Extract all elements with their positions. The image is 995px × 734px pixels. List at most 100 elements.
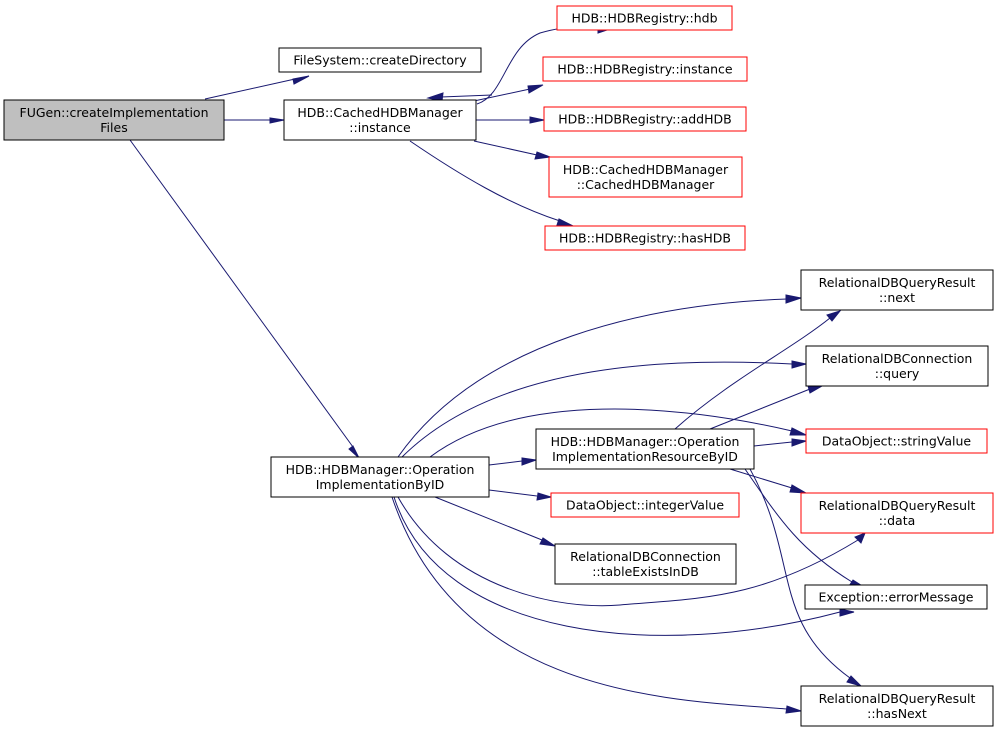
node-box: [805, 428, 988, 454]
node-box: [804, 584, 988, 610]
arrowhead: [348, 445, 360, 459]
node-box: [270, 456, 490, 498]
edge-line: [401, 361, 793, 458]
node-fs-createDirectory[interactable]: FileSystem::createDirectory: [278, 47, 482, 73]
edge-line: [753, 441, 793, 447]
edge-op_impl_by_id-to-data_integerValue: [488, 489, 553, 501]
node-label-line: FUGen::createImplementation: [20, 105, 209, 120]
node-label-line: ::instance: [349, 120, 411, 135]
node-exc-errorMessage[interactable]: Exception::errorMessage: [804, 584, 988, 610]
node-result-data[interactable]: RelationalDBQueryResult::data: [800, 492, 994, 534]
edge-op_impl_by_id-to-result_hasNext: [391, 496, 802, 714]
edge-op_impl_res_by_id-to-conn_query: [709, 385, 824, 430]
arrowhead: [521, 457, 537, 466]
edge-op_impl_res_by_id-to-data_stringValue: [753, 438, 807, 447]
edge-op_impl_by_id-to-result_next: [397, 294, 803, 458]
edge-root-to-cached_instance: [224, 117, 285, 124]
edge-line: [674, 317, 831, 430]
edge-line: [473, 88, 531, 102]
node-reg-hdb[interactable]: HDB::HDBRegistry::hdb: [556, 5, 733, 31]
node-label-line: ::query: [875, 366, 920, 381]
node-label-line: HDB::HDBRegistry::hdb: [571, 11, 717, 26]
node-label-line: HDB::HDBRegistry::addHDB: [558, 112, 731, 127]
node-box: [556, 5, 733, 31]
arrowhead: [269, 117, 285, 124]
node-reg-instance[interactable]: HDB::HDBRegistry::instance: [542, 56, 748, 82]
edge-line: [397, 298, 788, 458]
node-label-line: FileSystem::createDirectory: [293, 53, 467, 68]
node-result-hasNext[interactable]: RelationalDBQueryResult::hasNext: [800, 685, 994, 727]
node-cached-ctor[interactable]: HDB::CachedHDBManager::CachedHDBManager: [548, 156, 743, 198]
node-cached-instance[interactable]: HDB::CachedHDBManager::instance: [283, 99, 477, 141]
node-label-line: HDB::HDBRegistry::instance: [557, 62, 733, 77]
node-op-impl-res-by-id[interactable]: HDB::HDBManager::OperationImplementation…: [535, 428, 755, 470]
edge-op_impl_by_id-to-op_impl_res_by_id: [488, 457, 537, 466]
node-data-integerValue[interactable]: DataObject::integerValue: [550, 492, 740, 518]
node-label-line: RelationalDBQueryResult: [819, 275, 976, 290]
node-box: [535, 428, 755, 470]
node-label-line: RelationalDBConnection: [822, 351, 973, 366]
edge-line: [429, 408, 793, 458]
edge-root-to-op_impl_by_id: [129, 139, 360, 459]
edge-line: [409, 140, 561, 222]
edge-op_impl_by_id-to-exc_errorMessage: [393, 496, 855, 636]
node-box: [278, 47, 482, 73]
node-label-line: ImplementationByID: [316, 477, 445, 492]
node-op-impl-by-id[interactable]: HDB::HDBManager::OperationImplementation…: [270, 456, 490, 498]
node-label-line: RelationalDBQueryResult: [819, 691, 976, 706]
node-label-line: HDB::HDBRegistry::hasHDB: [559, 231, 731, 246]
edge-line: [488, 489, 538, 497]
edge-cached_instance-to-cached_ctor: [473, 140, 551, 160]
arrowhead: [527, 84, 544, 94]
edge-root-to-fs_createDirectory: [204, 75, 310, 100]
node-label-line: DataObject::integerValue: [566, 498, 724, 513]
arrowhead: [536, 492, 553, 501]
arrowhead: [839, 608, 855, 617]
node-conn-query[interactable]: RelationalDBConnection::query: [805, 345, 989, 387]
edge-line: [488, 460, 523, 466]
edge-line: [393, 496, 841, 636]
arrowhead: [785, 294, 803, 304]
edge-line: [129, 139, 354, 448]
edge-line: [397, 496, 859, 607]
edge-line: [749, 468, 851, 679]
node-reg-addHDB[interactable]: HDB::HDBRegistry::addHDB: [543, 106, 747, 132]
node-conn-tableExists[interactable]: RelationalDBConnection::tableExistsInDB: [554, 543, 737, 585]
edge-op_impl_by_id-to-data_stringValue: [429, 408, 807, 458]
node-box: [800, 685, 994, 727]
node-box: [542, 56, 748, 82]
node-result-next[interactable]: RelationalDBQueryResult::next: [800, 269, 994, 311]
arrowhead: [826, 310, 842, 322]
node-label-line: RelationalDBConnection: [570, 549, 721, 564]
edge-op_impl_by_id-to-result_data: [397, 496, 866, 607]
edge-op_impl_by_id-to-conn_query: [401, 360, 807, 458]
edge-line: [744, 468, 853, 583]
edge-line: [440, 94, 493, 98]
node-box: [543, 106, 747, 132]
node-box: [548, 156, 743, 198]
node-label-line: Files: [100, 120, 127, 135]
node-box: [550, 492, 740, 518]
arrowhead: [534, 151, 551, 160]
node-label-line: ::CachedHDBManager: [577, 177, 715, 192]
edge-line: [729, 468, 793, 489]
edge-line: [709, 388, 811, 430]
edge-line: [391, 496, 788, 710]
arrowhead: [785, 705, 802, 714]
arrowhead: [807, 385, 824, 394]
node-label-line: HDB::CachedHDBManager: [297, 105, 463, 120]
edge-op_impl_by_id-to-conn_tableExists: [434, 496, 556, 547]
node-box: [544, 225, 746, 251]
edge-line: [473, 140, 538, 156]
edge-line: [204, 78, 296, 100]
edge-op_impl_res_by_id-to-result_data: [729, 468, 807, 494]
node-box: [800, 269, 994, 311]
arrowhead: [789, 484, 807, 494]
arrowhead: [556, 218, 574, 227]
arrowhead: [791, 438, 807, 447]
node-label-line: ::next: [879, 290, 915, 305]
node-box: [800, 492, 994, 534]
node-data-stringValue[interactable]: DataObject::stringValue: [805, 428, 988, 454]
node-reg-hasHDB[interactable]: HDB::HDBRegistry::hasHDB: [544, 225, 746, 251]
